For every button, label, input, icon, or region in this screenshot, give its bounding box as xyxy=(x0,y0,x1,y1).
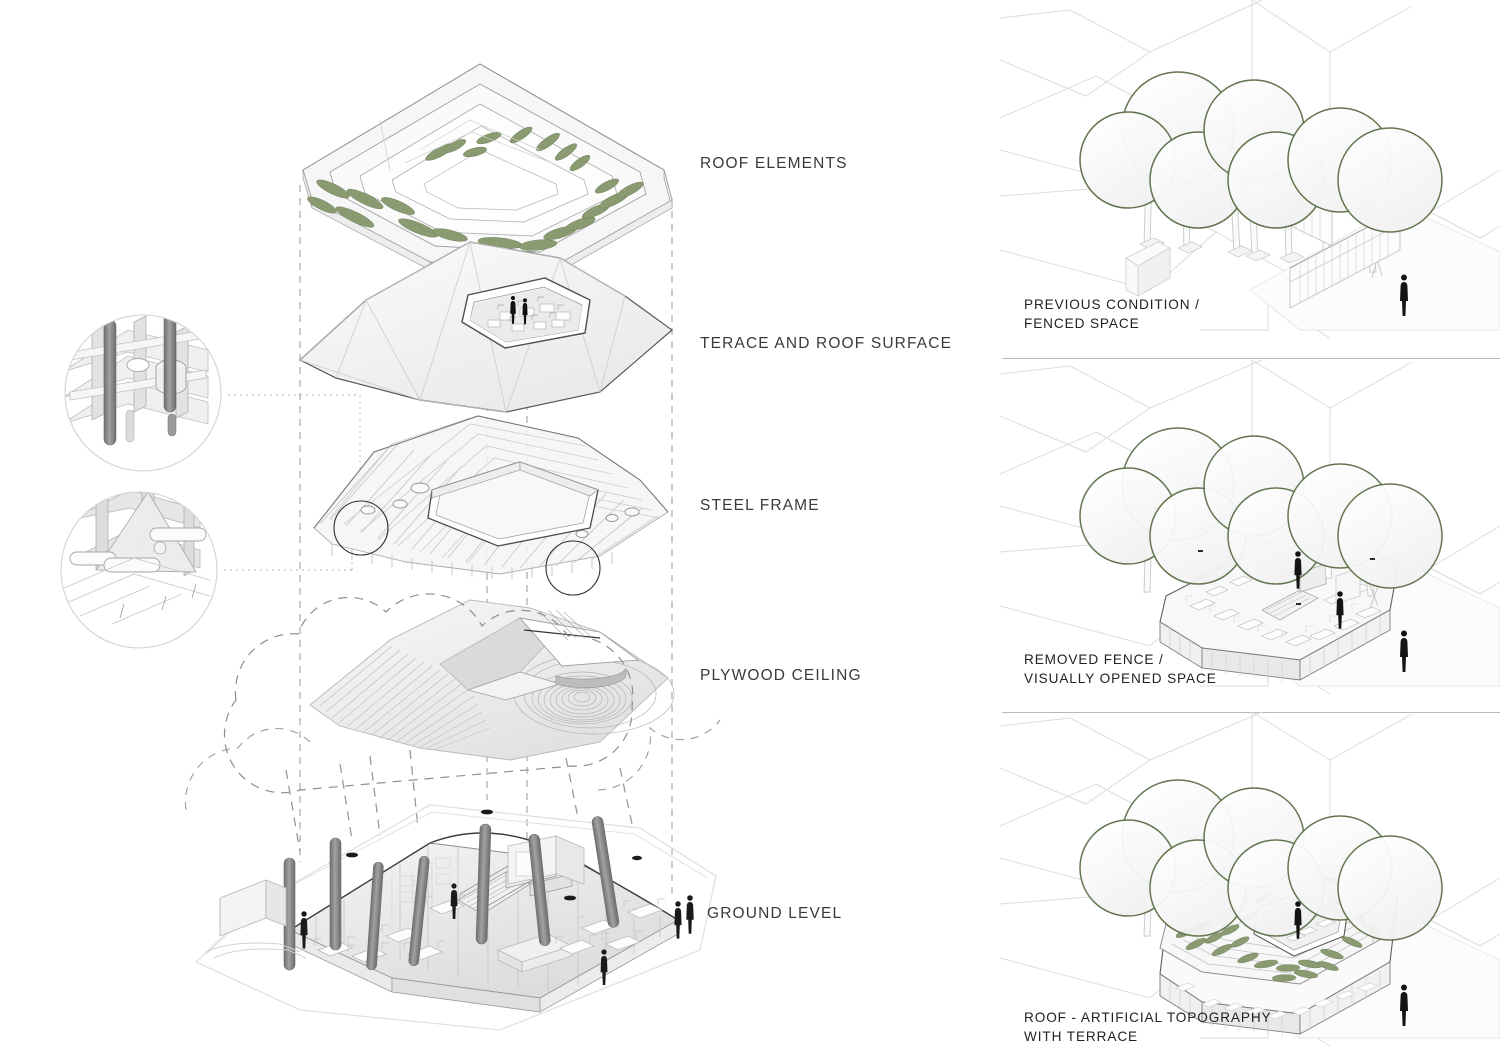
oculus-interior-view xyxy=(470,289,582,342)
roof-vegetation-strips xyxy=(307,126,644,262)
ceiling-lamps xyxy=(346,809,642,901)
tubular-member xyxy=(103,557,161,573)
person-silhouette-icon xyxy=(1400,274,1408,316)
sequence-panels-pane: PREVIOUS CONDITION / FENCED SPACE xyxy=(1000,0,1500,1060)
exploded-axonometric-pane: ROOF ELEMENTS TERACE AND ROOF SURFACE ST… xyxy=(60,63,953,1031)
layer-plywood-ceiling xyxy=(309,599,675,761)
tree-canopy-dashed-outline-secondary xyxy=(184,719,721,811)
person-silhouette-icon xyxy=(1294,901,1302,939)
person-silhouette-icon xyxy=(674,901,682,939)
tubular-member xyxy=(149,527,207,542)
layer-label-ground-level: GROUND LEVEL xyxy=(707,905,843,922)
person-silhouette-icon xyxy=(510,295,516,324)
panel-divider xyxy=(1002,358,1500,359)
ceiling-contours xyxy=(319,645,491,750)
tree-canopies xyxy=(1079,71,1443,233)
layer-label-terrace-roof-surface: TERACE AND ROOF SURFACE xyxy=(700,335,953,352)
tree-canopy-dashed-outline xyxy=(223,593,634,794)
panel-divider xyxy=(1002,712,1500,713)
person-silhouette-icon xyxy=(1400,630,1408,672)
tree-trunk-dashed-line xyxy=(285,749,633,853)
layer-label-roof-elements: ROOF ELEMENTS xyxy=(700,155,848,172)
layer-terrace-roof-surface xyxy=(298,241,673,413)
cafe-furniture xyxy=(317,899,663,963)
person-silhouette-icon xyxy=(522,298,528,325)
layer-label-plywood-ceiling: PLYWOOD CEILING xyxy=(700,667,862,684)
person-silhouette-icon xyxy=(300,911,308,949)
exploded-axonometric-drawing xyxy=(60,63,721,1031)
tree-canopies xyxy=(1079,427,1443,589)
detail-callout-marker-2 xyxy=(545,540,601,596)
tree-canopies xyxy=(1079,779,1443,941)
detail-callout-marker-1 xyxy=(333,500,389,556)
person-silhouette-icon xyxy=(600,949,608,985)
panel-roof-topography-drawing xyxy=(1000,712,1500,1047)
column xyxy=(163,315,177,413)
person-silhouette-icon xyxy=(1400,984,1408,1026)
person-silhouette-icon xyxy=(1336,591,1344,629)
layer-ground-level xyxy=(195,804,717,1031)
person-silhouette-icon xyxy=(450,883,458,919)
person-silhouette-icon xyxy=(1294,551,1302,589)
panel-removed-fence-drawing xyxy=(1000,360,1500,695)
layer-steel-frame xyxy=(313,415,669,596)
column xyxy=(103,319,117,446)
layer-label-steel-frame: STEEL FRAME xyxy=(700,497,820,514)
structural-columns xyxy=(283,816,620,971)
detail-circle-frame-edge xyxy=(60,491,218,649)
panel-caption-previous-condition: PREVIOUS CONDITION / FENCED SPACE xyxy=(1024,297,1200,332)
panel-caption-removed-fence: REMOVED FENCE / VISUALLY OPENED SPACE xyxy=(1024,652,1217,687)
ground-level-marker-figure xyxy=(686,895,694,934)
panel-caption-roof-topography: ROOF - ARTIFICIAL TOPOGRAPHY WITH TERRAC… xyxy=(1024,1010,1272,1045)
detail-circle-column-junction xyxy=(64,314,222,472)
panel-previous-condition-drawing xyxy=(1000,0,1500,339)
